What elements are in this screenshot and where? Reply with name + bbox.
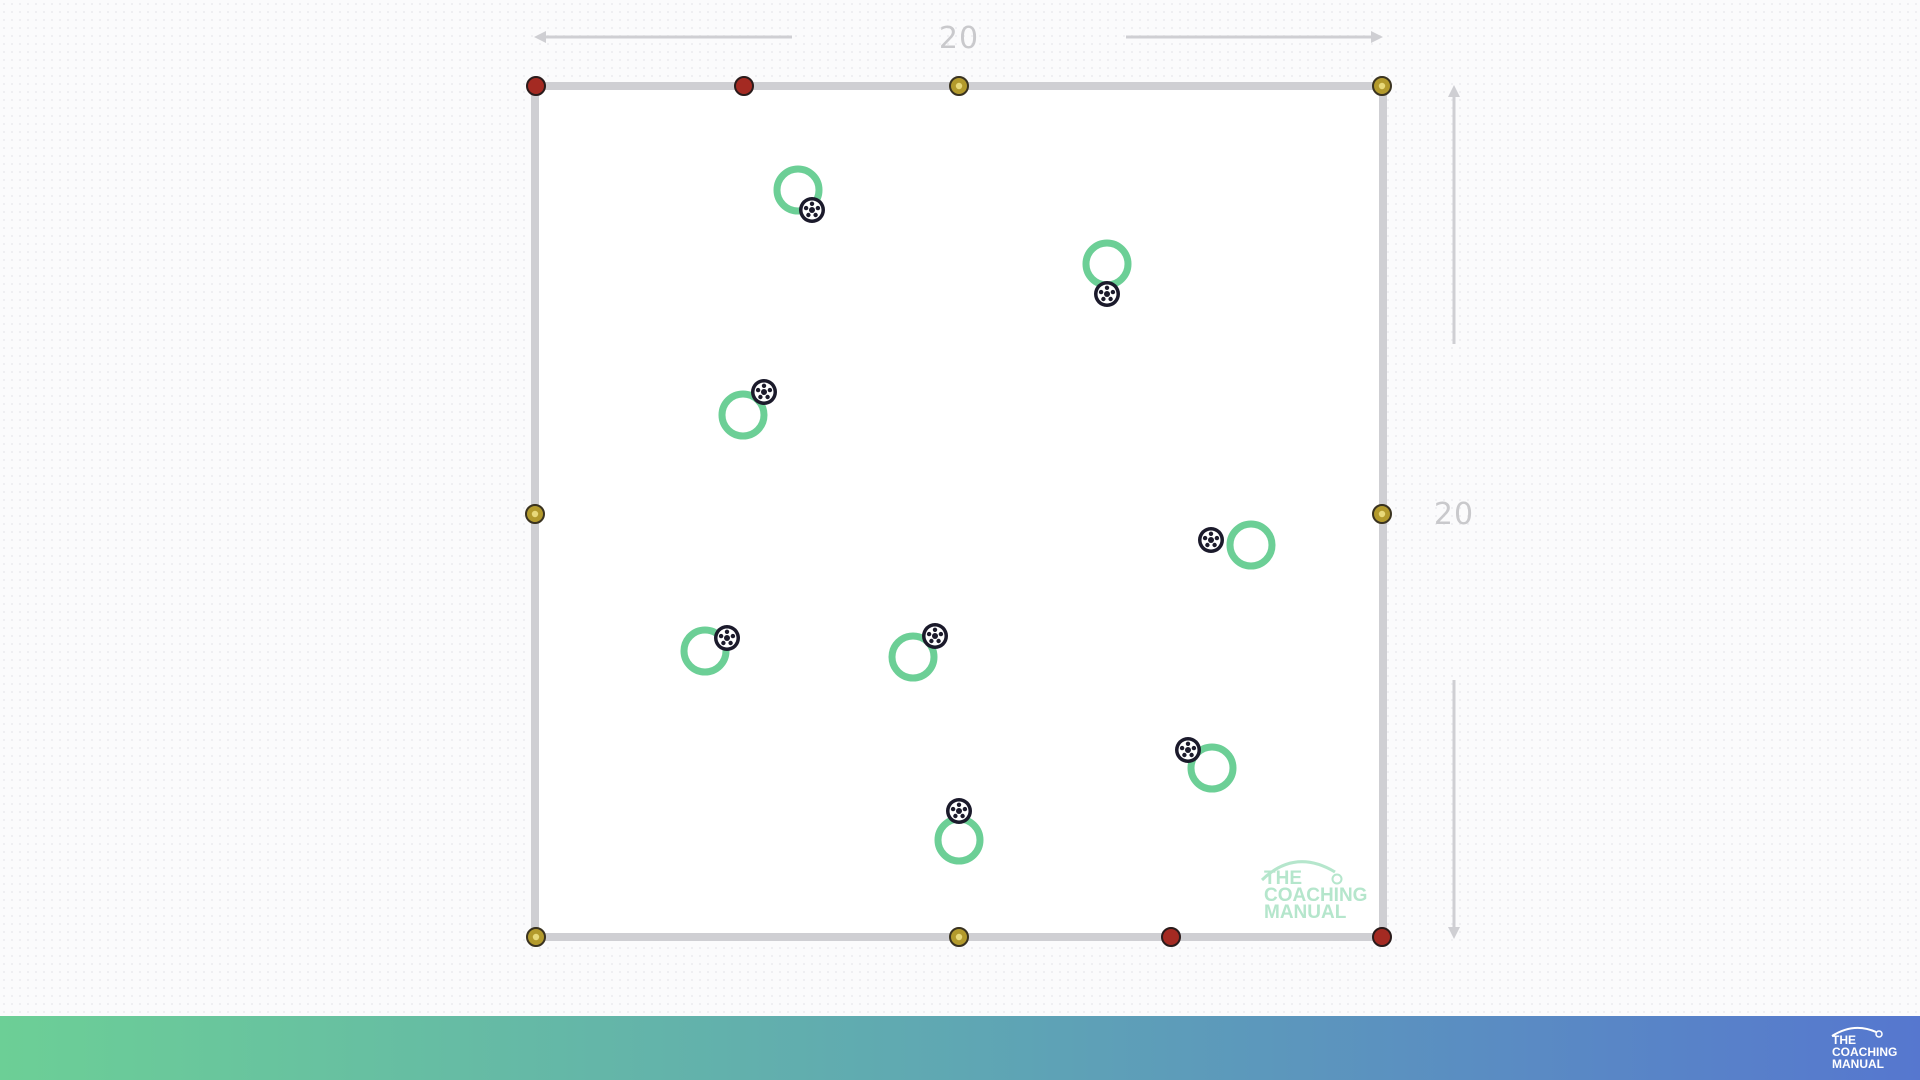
players [680, 165, 1276, 865]
cone-red [734, 76, 754, 96]
cone-yellow [949, 76, 969, 96]
player-with-ball [1175, 737, 1237, 793]
player-ring [1187, 743, 1237, 793]
ball-icon [799, 197, 825, 223]
footer-logo-line-1: THE [1832, 1033, 1856, 1047]
player-with-ball [1198, 520, 1276, 570]
player-with-ball [934, 798, 984, 865]
height-arrowhead-bottom [1448, 927, 1460, 939]
cone-yellow [1372, 504, 1392, 524]
watermark-swoosh-icon [1260, 860, 1336, 882]
player-with-ball [1082, 239, 1132, 307]
watermark-line-2: COACHING [1264, 885, 1367, 906]
ball-icon [922, 623, 948, 649]
footer-logo-line-2: COACHING [1832, 1045, 1898, 1059]
player-ring [718, 390, 768, 440]
width-arrowhead-left [534, 31, 546, 43]
height-dimension [1448, 85, 1460, 939]
cone-yellow [525, 504, 545, 524]
cone-yellow [526, 927, 546, 947]
ball-icon [1198, 527, 1224, 553]
ball-icon [1175, 737, 1201, 763]
player-with-ball [680, 625, 740, 676]
footer-logo-line-3: MANUAL [1832, 1057, 1884, 1071]
player-with-ball [888, 623, 948, 682]
footer-swoosh-icon [1831, 1026, 1883, 1038]
watermark-line-1: THE [1264, 868, 1302, 889]
player-with-ball [773, 165, 825, 223]
player-ring [888, 632, 938, 682]
cone-red [526, 76, 546, 96]
height-label: 20 [1434, 497, 1474, 532]
width-arrowhead-right [1371, 31, 1383, 43]
ball-icon [751, 379, 777, 405]
cone-red [1161, 927, 1181, 947]
width-label: 20 [939, 21, 979, 56]
watermark-logo: THE COACHING MANUAL [1260, 860, 1367, 923]
footer-logo: THE COACHING MANUAL [1828, 1024, 1908, 1074]
watermark-line-3: MANUAL [1264, 902, 1347, 923]
ball-icon [714, 625, 740, 651]
player-ring [680, 626, 730, 676]
cone-red [1372, 927, 1392, 947]
height-arrowhead-top [1448, 85, 1460, 97]
cone-yellow [949, 927, 969, 947]
width-dimension [534, 31, 1383, 43]
ball-icon [946, 798, 972, 824]
watermark-dot-icon [1331, 873, 1343, 885]
ball-icon [1094, 281, 1120, 307]
player-ring [773, 165, 823, 215]
player-ring [1226, 520, 1276, 570]
cones [525, 76, 1392, 947]
drill-diagram: 20 20 [525, 21, 1474, 947]
pitch-area [534, 86, 1384, 937]
footer-bar: THE COACHING MANUAL [0, 1016, 1920, 1080]
player-with-ball [718, 379, 777, 440]
cone-yellow [1372, 76, 1392, 96]
